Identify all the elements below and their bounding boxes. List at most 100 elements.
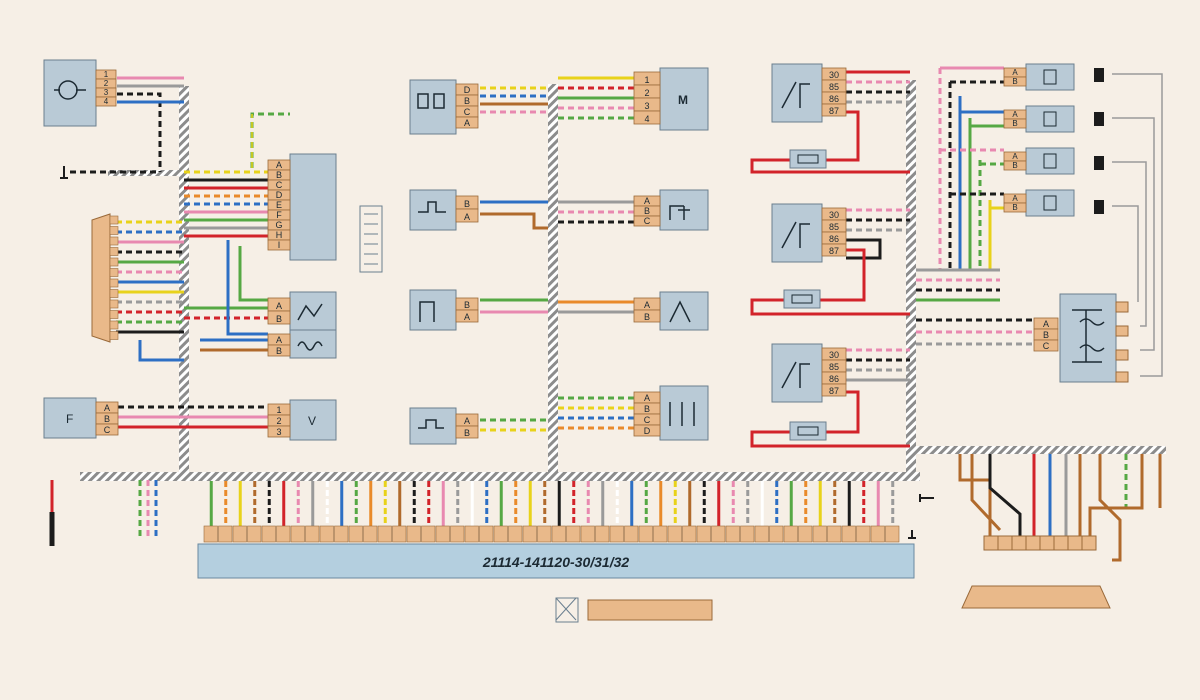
pin-label: 87 [829, 386, 839, 396]
pin-label: A [644, 393, 650, 403]
component-c5: F ABC [43, 397, 119, 439]
ecu-pin-cell [406, 525, 421, 543]
pin-label: 2 [104, 79, 109, 88]
injector-3: AB [1003, 147, 1075, 175]
pin-cell [267, 425, 291, 438]
pin-cell [455, 309, 479, 323]
pin-label: 1 [104, 70, 109, 79]
ecu-pin-cell [348, 525, 363, 543]
pin-label: C [464, 107, 471, 117]
injector-2: AB [1003, 105, 1075, 133]
ecu-pin-cell [261, 525, 276, 543]
ecu-pin-cell [870, 525, 885, 543]
pin-label: B [644, 206, 650, 216]
ecu-pin-cell [783, 525, 798, 543]
component-c4: AB [267, 329, 337, 359]
ecu-pin-cell [464, 525, 479, 543]
component-c3: AB [267, 291, 337, 331]
pin-cell [633, 215, 661, 227]
ecu-pin-cell [522, 525, 537, 543]
ecu-pin-cell [754, 525, 769, 543]
ecu-pin-cell [566, 525, 581, 543]
pin-label: B [276, 314, 282, 324]
pin-label: C [644, 216, 651, 226]
pin-label: A [276, 335, 282, 345]
pin-label: A [464, 416, 470, 426]
pin-label: G [275, 220, 282, 230]
pin-label: 85 [829, 82, 839, 92]
pin-label: 87 [829, 246, 839, 256]
component-c6-label: V [308, 414, 316, 428]
pin-label: 2 [644, 88, 649, 98]
ecu-pin-cell [856, 525, 871, 543]
component-c9: BA [409, 189, 479, 231]
ecu-pin-cell [305, 525, 320, 543]
ecu-connector-strip [203, 525, 900, 543]
ecu-pin-cell [638, 525, 653, 543]
ecu-pin-cell [218, 525, 233, 543]
strip-tooth [109, 278, 119, 288]
pin-label: A [644, 196, 650, 206]
pin-label: B [1012, 203, 1017, 212]
pin-cell [821, 383, 847, 397]
component-c12: AB [633, 291, 709, 331]
fuse-3 [789, 421, 827, 441]
pin-label: B [1012, 119, 1017, 128]
pin-label: B [276, 170, 282, 180]
pin-label: 1 [644, 75, 649, 85]
ecu-pin-cell [812, 525, 827, 543]
ecu-pin-cell [827, 525, 842, 543]
pin-label: B [104, 414, 110, 424]
ecu-pin-cell [319, 525, 334, 543]
pin-label: A [104, 403, 110, 413]
pin-label: 85 [829, 222, 839, 232]
pin-cell [633, 424, 661, 437]
ecu-pin-cell [377, 525, 392, 543]
pin-label: B [1012, 77, 1017, 86]
pin-label: 87 [829, 106, 839, 116]
ecu-pin-cell [450, 525, 465, 543]
strip-tooth [109, 310, 119, 319]
pin-label: C [644, 415, 651, 425]
spark-plugs [1094, 68, 1104, 214]
ecu-pin-cell [493, 525, 508, 543]
pin-label: A [464, 118, 470, 128]
pin-label: B [644, 404, 650, 414]
ecu-module: 21114-141120-30/31/32 [197, 543, 915, 579]
pin-cell [1003, 160, 1027, 171]
pin-label: E [276, 200, 282, 210]
pin-label: A [464, 212, 470, 222]
ecu-pin-cell [667, 525, 682, 543]
ecu-part-number: 21114-141120-30/31/32 [482, 554, 630, 570]
relay-r2: 30 85 86 87 [771, 203, 847, 263]
ecu-pin-cell [276, 525, 291, 543]
pin-label: 3 [104, 88, 109, 97]
mini-connector [359, 205, 383, 273]
pin-label: 86 [829, 234, 839, 244]
pin-cell [633, 309, 661, 323]
ecu-pin-cell [769, 525, 784, 543]
ecu-pin-cell [392, 525, 407, 543]
harness-right-horizontal [916, 446, 1166, 454]
pin-cell [267, 344, 291, 357]
ground-symbols [60, 166, 934, 539]
pin-label: 4 [104, 97, 109, 106]
pin-label: A [1012, 152, 1018, 161]
pin-label: B [644, 312, 650, 322]
pin-label: 2 [276, 416, 281, 426]
ecu-pin-cell [885, 525, 900, 543]
pin-cell [633, 110, 661, 125]
pin-cell [455, 116, 479, 129]
strip-tooth [109, 257, 119, 267]
ecu-pin-cell [334, 525, 349, 543]
ecu-pin-cell [363, 525, 378, 543]
pin-label: D [464, 85, 471, 95]
connector-strip-left [91, 213, 119, 343]
pin-label: 30 [829, 210, 839, 220]
pin-cell [455, 425, 479, 439]
